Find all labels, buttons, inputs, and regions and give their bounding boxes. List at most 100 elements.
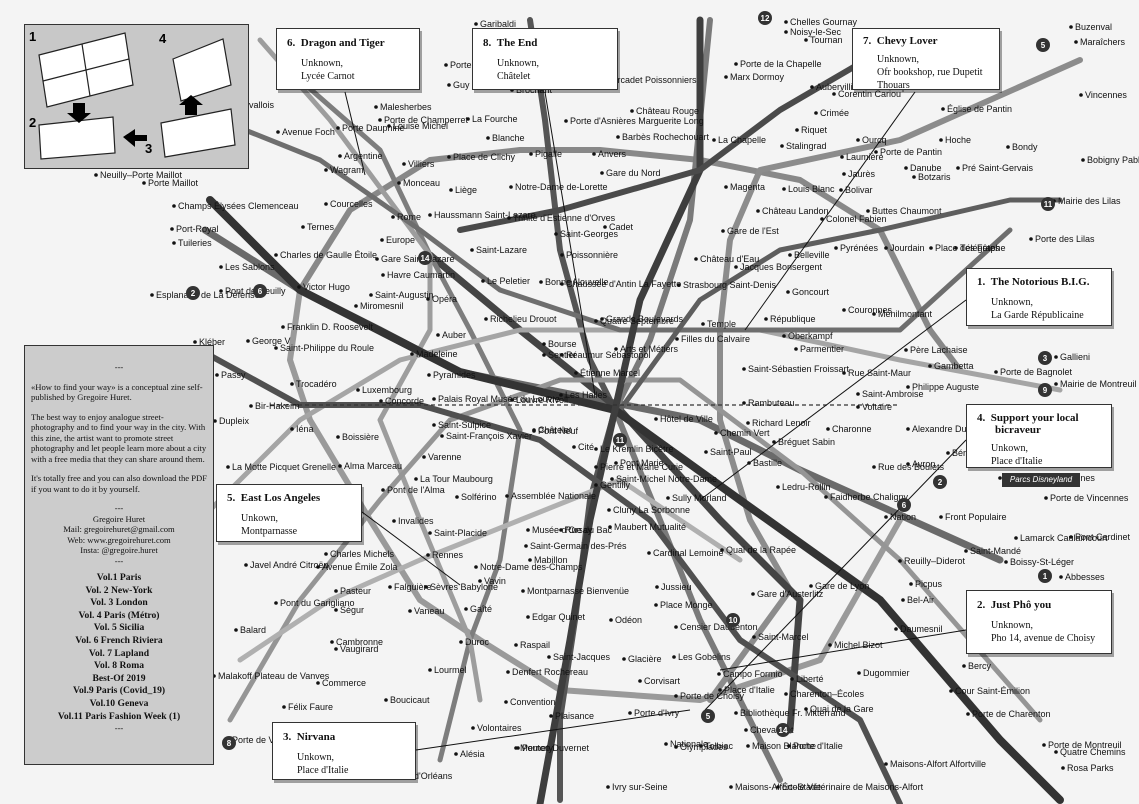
station-dot — [481, 279, 485, 283]
station-label: Magenta — [730, 182, 765, 192]
station-label: Argentine — [344, 151, 383, 161]
station-dot — [772, 440, 776, 444]
station-dot — [510, 398, 514, 402]
station-label: Père Lachaise — [910, 345, 968, 355]
station-dot — [338, 154, 342, 158]
station-dot — [470, 248, 474, 252]
issue-item: Vol. 7 Lapland — [88, 647, 150, 659]
station-dot — [432, 423, 436, 427]
station-label: Sentier — [548, 350, 577, 360]
station-dot — [324, 168, 328, 172]
station-dot — [600, 317, 604, 321]
card-location: Montparnasse — [241, 526, 298, 537]
station-dot — [559, 528, 563, 532]
station-label: Montparnasse Bienvenüe — [527, 586, 629, 596]
station-dot — [330, 640, 334, 644]
station-label: Porte d'Ivry — [634, 708, 680, 718]
station-label: Étienne Marcel — [580, 368, 640, 378]
line-14 — [426, 251, 804, 734]
station-label: Jussieu — [661, 582, 692, 592]
pointer-card-2 — [719, 629, 967, 671]
station-dot — [426, 553, 430, 557]
station-dot — [906, 385, 910, 389]
station-dot — [1042, 743, 1046, 747]
station-dot — [784, 30, 788, 34]
zine-download-note: It's totally free and you can also downl… — [31, 473, 208, 494]
station-label: La Tour Maubourg — [420, 474, 493, 484]
station-label: Bourse — [548, 339, 577, 349]
station-label: Richelieu Drouot — [490, 314, 557, 324]
pointer-card-6 — [344, 91, 366, 176]
station-dot — [638, 679, 642, 683]
station-dot — [338, 464, 342, 468]
issue-item: Vol. 6 French Riviera — [75, 634, 163, 646]
station-label: Corentin Cariou — [838, 89, 901, 99]
station-dot — [628, 711, 632, 715]
station-dot — [559, 393, 563, 397]
arrow-up-icon — [179, 95, 203, 115]
station-label: Jaurès — [848, 169, 876, 179]
station-label: Saint-Jacques — [553, 652, 611, 662]
station-dot — [521, 589, 525, 593]
station-label: Place d'Italie — [724, 685, 775, 695]
station-dot — [788, 253, 792, 257]
station-dot — [428, 213, 432, 217]
station-label: Javel André Citroën — [250, 560, 329, 570]
station-label: Convention — [510, 697, 556, 707]
station-dot — [316, 565, 320, 569]
issue-item: Best-Of 2019 — [92, 672, 146, 684]
station-label: Charenton–Écoles — [790, 689, 865, 699]
station-label: Chaussée d'Antin La Fayette — [566, 279, 681, 289]
station-label: Saint-Lazare — [476, 245, 527, 255]
svg-text:2: 2 — [191, 289, 196, 298]
line-badge: 11 — [613, 433, 627, 447]
station-label: Bolivar — [845, 185, 873, 195]
card-author: Unkown, — [991, 443, 1028, 454]
photo-card-2: 2. Just Phô you Unknown,Pho 14, avenue d… — [966, 590, 1112, 654]
line-badge: 3 — [1038, 351, 1052, 365]
station-dot — [290, 382, 294, 386]
station-label: Anvers — [598, 149, 627, 159]
photo-card-1: 1. The Notorious B.I.G. Unknown,La Garde… — [966, 268, 1112, 326]
station-dot — [381, 273, 385, 277]
station-dot — [776, 785, 780, 789]
station-dot — [524, 544, 528, 548]
line-badge: 2 — [186, 286, 200, 300]
pointer-card-5 — [361, 511, 461, 586]
station-label: Porte Dauphine — [342, 123, 405, 133]
station-dot — [150, 293, 154, 297]
station-dot — [282, 705, 286, 709]
station-label: Place de Clichy — [453, 152, 516, 162]
station-dot — [744, 728, 748, 732]
station-label: Philippe Auguste — [912, 382, 979, 392]
station-dot — [426, 297, 430, 301]
station-label: Quai de la Gare — [810, 704, 874, 714]
station-dot — [787, 744, 791, 748]
line-badge: 6 — [253, 284, 267, 298]
card-number: 2. — [977, 599, 986, 611]
station-label: Botzaris — [918, 172, 951, 182]
station-label: Rue des Boulets — [878, 462, 945, 472]
fold-sheet-2 — [38, 116, 116, 160]
station-label: Saint-François Xavier — [446, 431, 532, 441]
station-label: Église de Pantin — [947, 104, 1012, 114]
station-label: Gaîté — [470, 604, 492, 614]
station-dot — [674, 625, 678, 629]
svg-text:12: 12 — [761, 14, 770, 23]
line-3 — [217, 117, 1013, 333]
station-label: Quatre Septembre — [600, 316, 674, 326]
station-dot — [776, 485, 780, 489]
station-dot — [213, 419, 217, 423]
station-label: Stalingrad — [786, 141, 827, 151]
station-dot — [514, 643, 518, 647]
card-number: 7. — [863, 35, 872, 47]
station-dot — [1069, 535, 1073, 539]
photo-card-3: 3. Nirvana Unkown,Place d'Italie — [272, 722, 416, 780]
station-dot — [694, 257, 698, 261]
station-label: Lamarck Caulaincourt — [1020, 533, 1108, 543]
station-label: Michel Bizot — [834, 640, 883, 650]
station-label: Goncourt — [792, 287, 830, 297]
issue-list: Vol.1 Paris Vol. 2 New-York Vol. 3 Londo… — [31, 572, 207, 723]
station-dot — [408, 609, 412, 613]
station-label: Danube — [910, 163, 942, 173]
